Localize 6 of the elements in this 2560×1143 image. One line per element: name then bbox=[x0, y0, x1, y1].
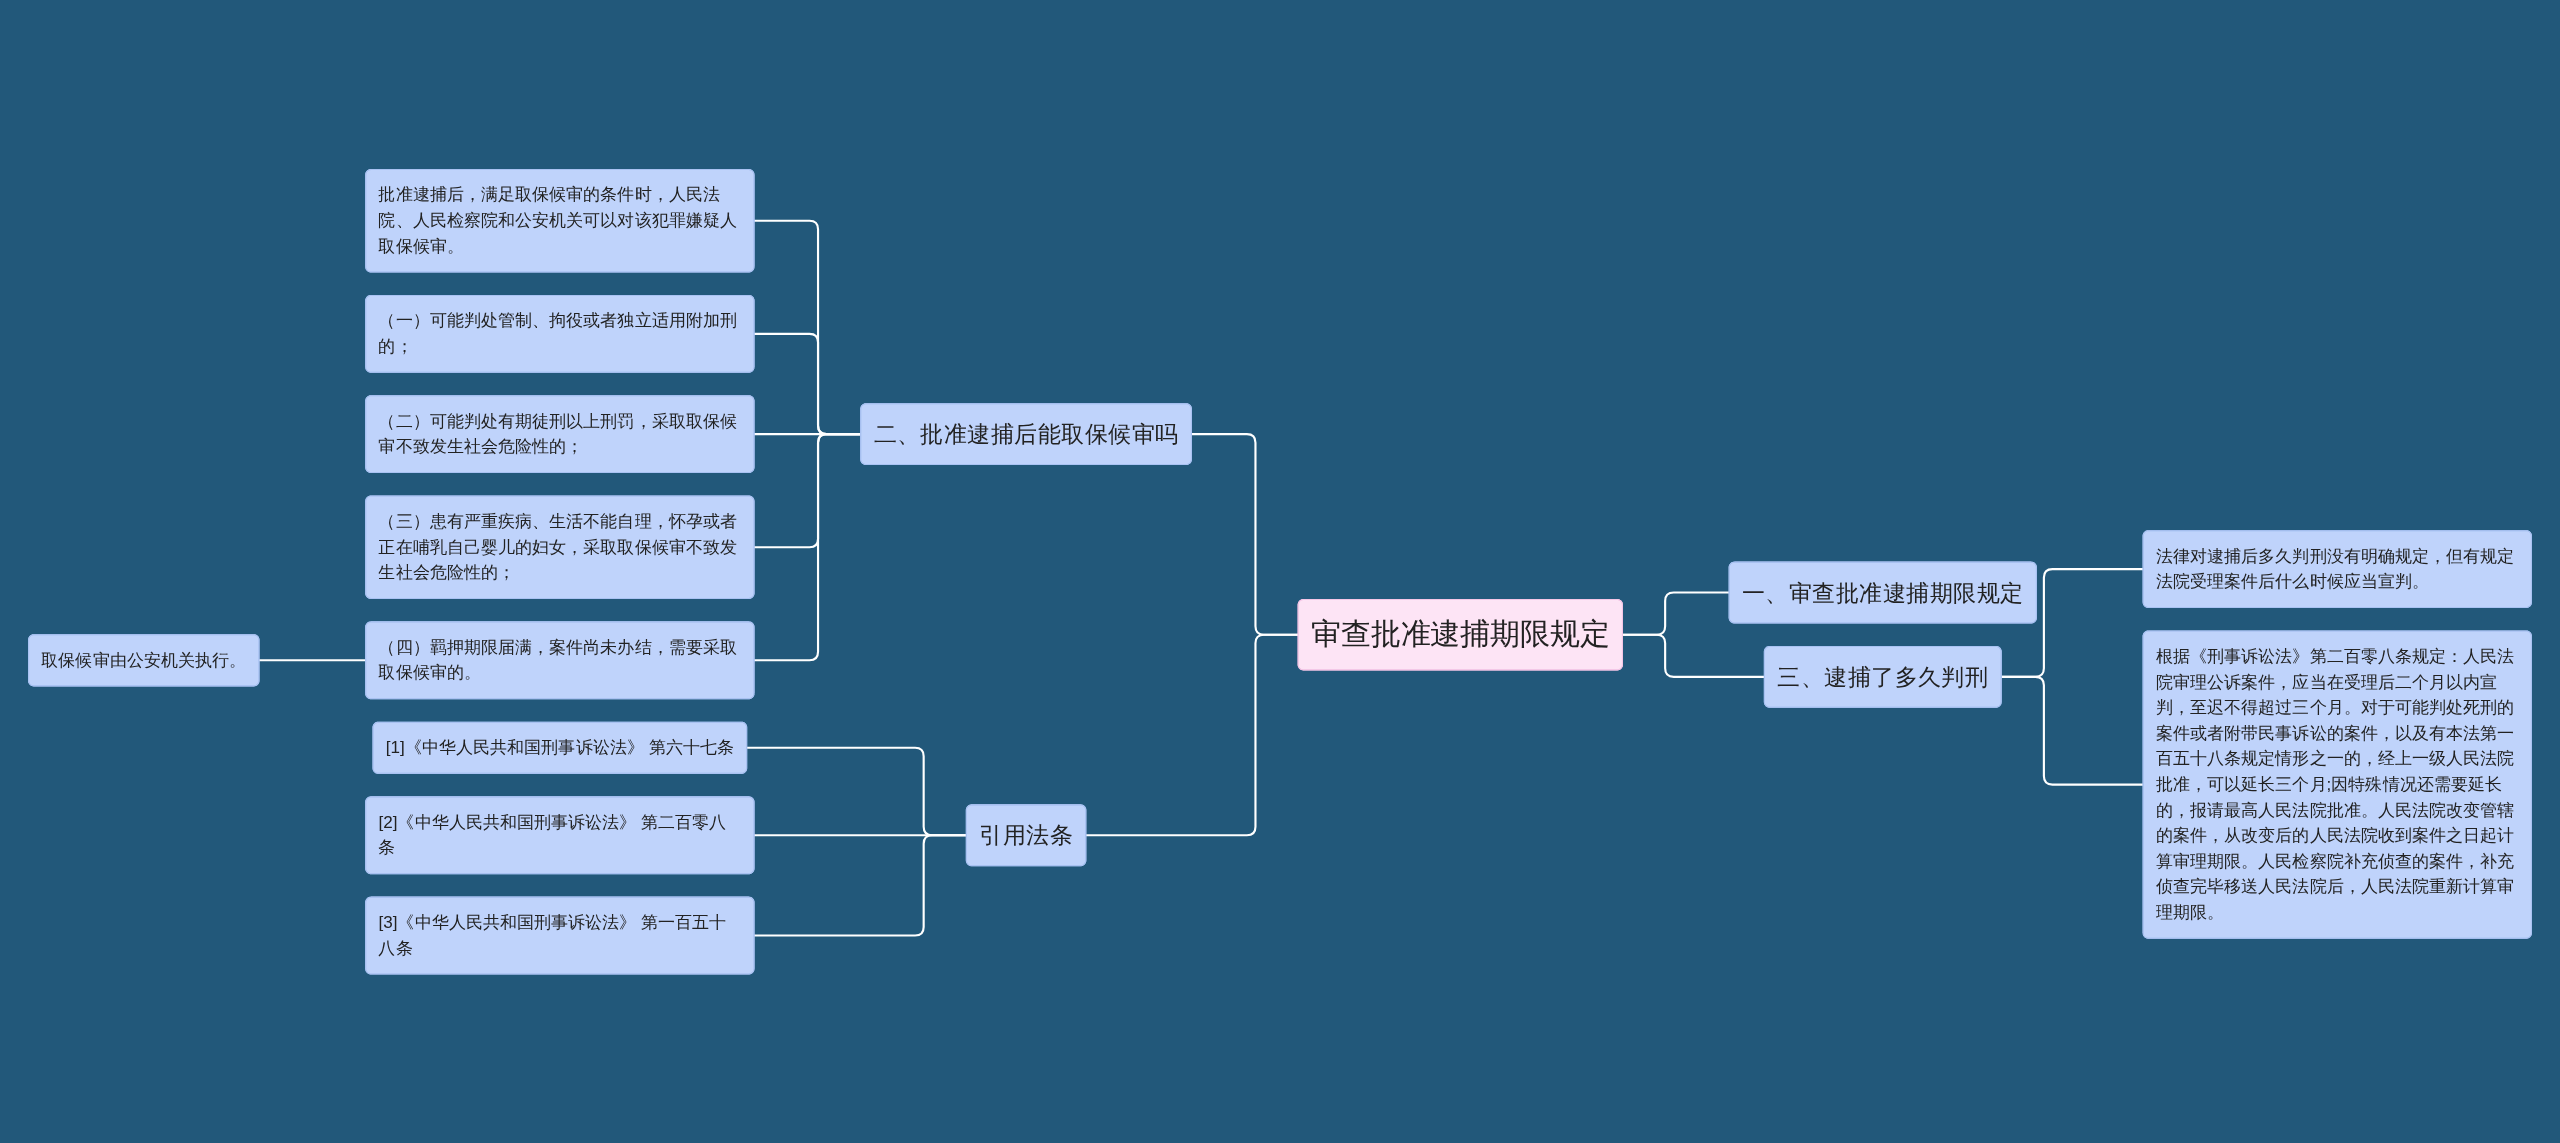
connector bbox=[259, 659, 366, 662]
connector bbox=[2001, 675, 2144, 786]
connector bbox=[754, 833, 967, 937]
connector bbox=[1622, 633, 1765, 678]
connector bbox=[1085, 633, 1299, 837]
connector bbox=[754, 432, 861, 662]
